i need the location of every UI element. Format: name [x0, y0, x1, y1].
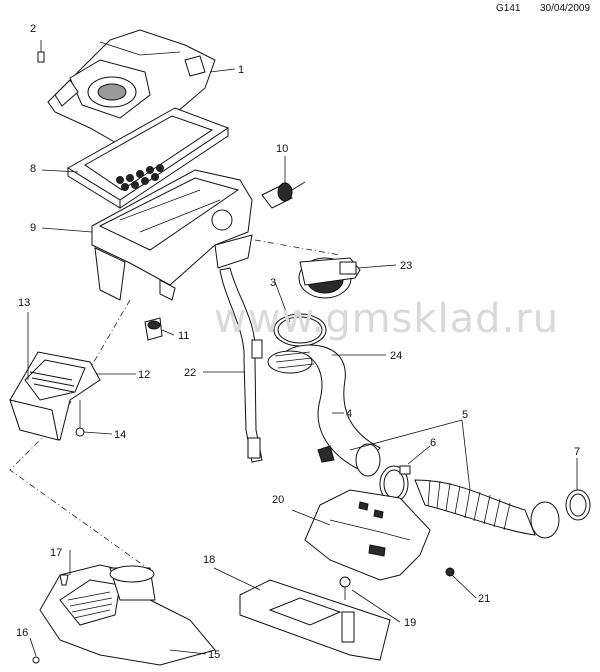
- callout-20: 20: [272, 494, 284, 506]
- maf-housing: [298, 257, 361, 299]
- callout-18: 18: [203, 554, 215, 566]
- diagram-code: G141: [496, 3, 521, 14]
- intake-duct: [267, 344, 381, 477]
- callout-3: 3: [270, 277, 276, 289]
- clip-21: [445, 567, 455, 577]
- screw-16: [32, 656, 40, 664]
- clamp-ring-3: [273, 313, 327, 347]
- callout-22: 22: [184, 367, 196, 379]
- watermark: www.gmsklad.ru: [214, 296, 560, 342]
- clip-14: [75, 400, 85, 437]
- lower-resonator: [39, 564, 216, 666]
- callout-19: 19: [404, 617, 416, 629]
- callout-24: 24: [390, 350, 402, 362]
- callout-21: 21: [478, 593, 490, 605]
- callout-2: 2: [30, 23, 36, 35]
- callout-17: 17: [50, 547, 62, 559]
- callout-labels: 1 2 3 4 5 6 7 8 9 10 11 12 13 14 15 16 1…: [16, 23, 580, 661]
- callout-14: 14: [114, 429, 126, 441]
- callout-16: 16: [16, 627, 28, 639]
- air-cleaner-cover: [47, 29, 216, 149]
- callout-23: 23: [400, 260, 412, 272]
- screw-2: [37, 40, 45, 63]
- assembly-line: [254, 239, 341, 256]
- bushing-11: [144, 317, 163, 341]
- callout-9: 9: [30, 222, 36, 234]
- hose-clamp-6: [379, 465, 411, 503]
- grommet-10: [261, 181, 306, 209]
- callout-6: 6: [430, 437, 436, 449]
- callout-8: 8: [30, 163, 36, 175]
- callout-11: 11: [178, 330, 189, 342]
- corrugated-hose: [414, 479, 560, 539]
- drain-hose: [219, 267, 263, 463]
- intake-snorkel: [9, 351, 101, 441]
- bracket-plate-18: [239, 579, 391, 661]
- callout-12: 12: [138, 369, 150, 381]
- hose-clamp-7: [565, 489, 591, 521]
- callout-1: 1: [238, 64, 244, 76]
- callout-5: 5: [462, 409, 468, 421]
- callout-13: 13: [18, 297, 30, 309]
- air-cleaner-housing: [91, 169, 253, 301]
- callout-4: 4: [346, 408, 352, 420]
- air-filter-element: [67, 107, 230, 209]
- screw-17: [59, 574, 69, 586]
- callout-10: 10: [276, 143, 288, 155]
- clip-19: [339, 576, 351, 600]
- assembly-line: [9, 299, 151, 571]
- leader-lines: [27, 68, 578, 657]
- diagram-date: 30/04/2009: [540, 3, 591, 14]
- callout-15: 15: [208, 649, 220, 661]
- callout-7: 7: [574, 446, 580, 458]
- heat-shield: [304, 489, 431, 581]
